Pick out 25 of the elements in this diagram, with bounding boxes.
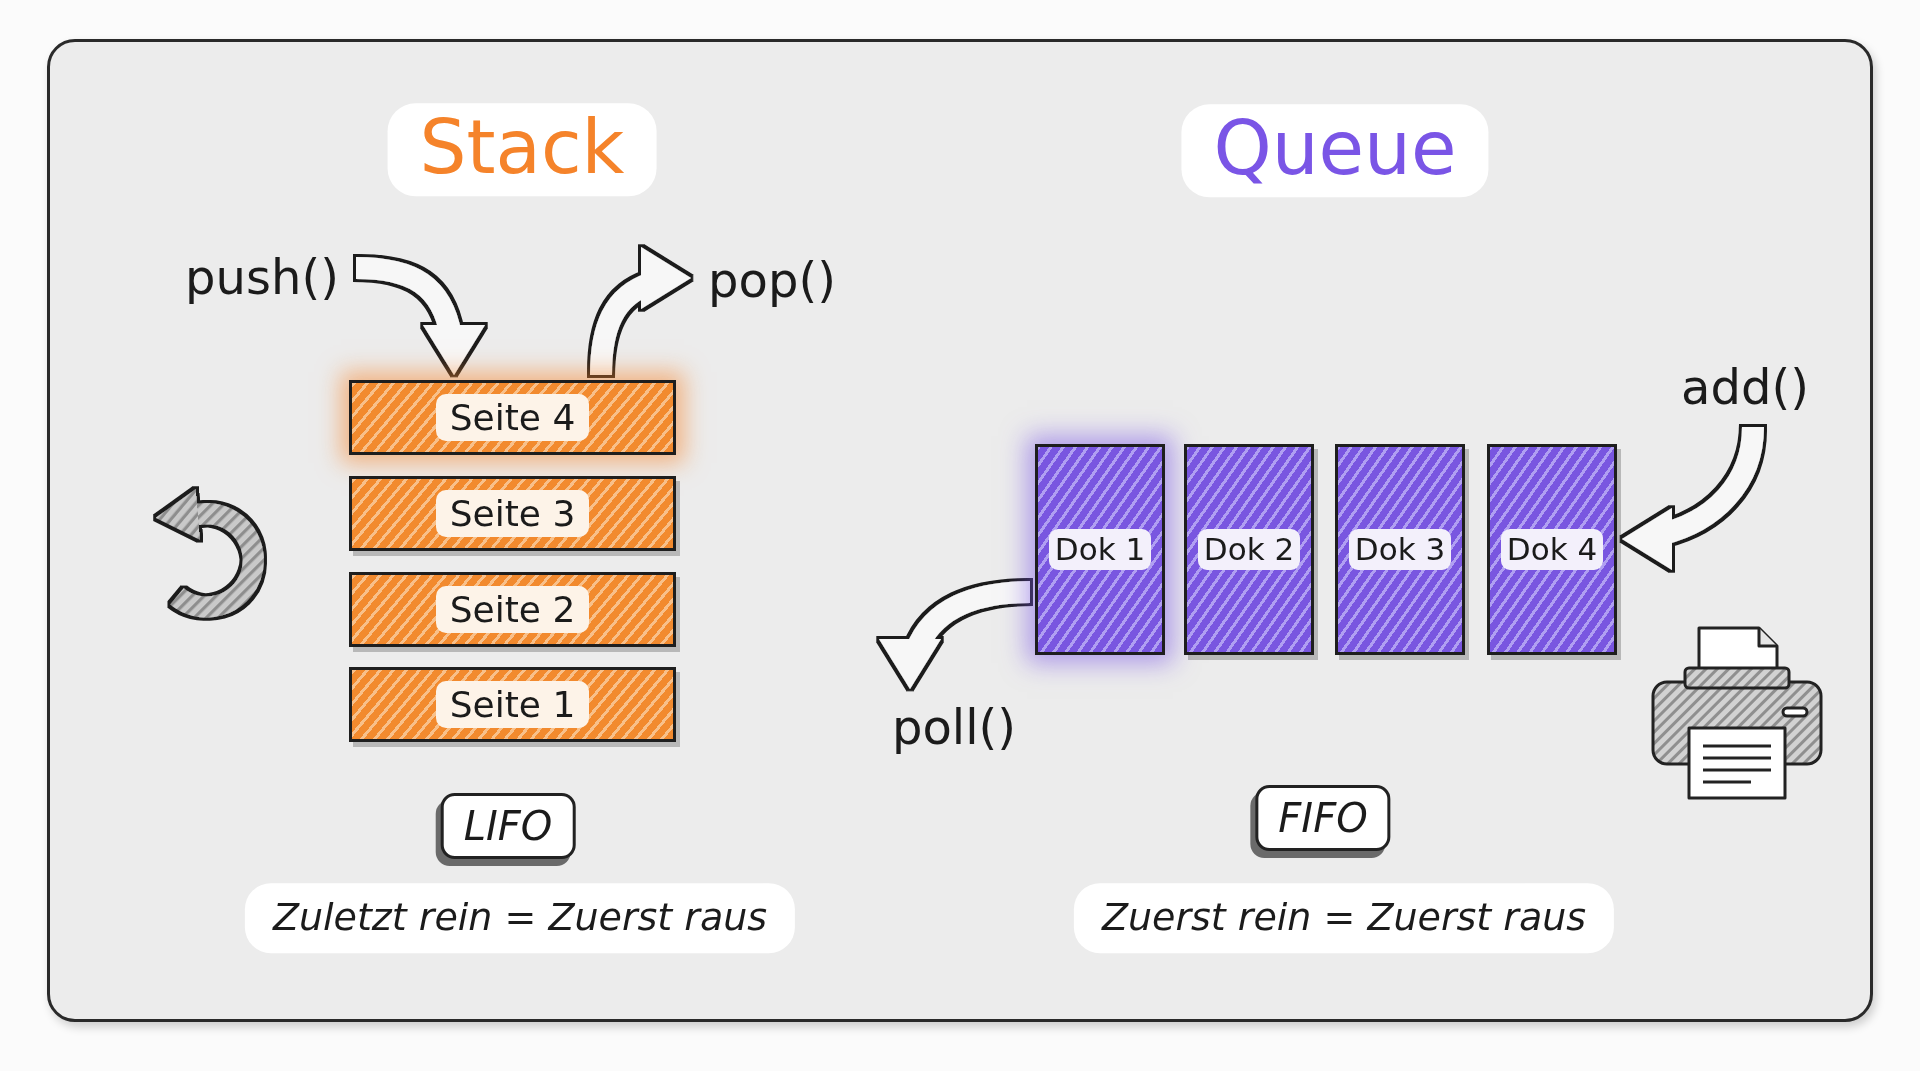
document-label: Dok 2 xyxy=(1197,528,1301,571)
document-label: Dok 3 xyxy=(1348,528,1452,571)
page-label: Seite 3 xyxy=(435,489,590,538)
stack-bar xyxy=(349,476,676,551)
stack-bar xyxy=(349,667,676,742)
section-title: Stack xyxy=(387,103,657,197)
method-label: push() xyxy=(173,244,351,312)
page-label: Seite 1 xyxy=(435,680,590,729)
rule-caption: Zuletzt rein = Zuerst raus xyxy=(244,883,796,953)
queue-card xyxy=(1487,444,1617,655)
rule-caption: Zuerst rein = Zuerst raus xyxy=(1073,883,1615,953)
page-label: Seite 2 xyxy=(435,585,590,634)
block-arrow xyxy=(882,581,1031,690)
stack-bar xyxy=(349,380,676,455)
section-title: Queue xyxy=(1181,104,1489,198)
method-label: pop() xyxy=(696,247,848,315)
method-label: add() xyxy=(1669,354,1821,422)
queue-card xyxy=(1184,444,1314,655)
document-label: Dok 4 xyxy=(1500,528,1604,571)
queue-card xyxy=(1035,444,1165,655)
page-label: Seite 4 xyxy=(435,393,590,442)
method-label: poll() xyxy=(880,694,1028,762)
queue-card xyxy=(1335,444,1465,655)
document-label: Dok 1 xyxy=(1048,528,1152,571)
stack-bar xyxy=(349,572,676,647)
